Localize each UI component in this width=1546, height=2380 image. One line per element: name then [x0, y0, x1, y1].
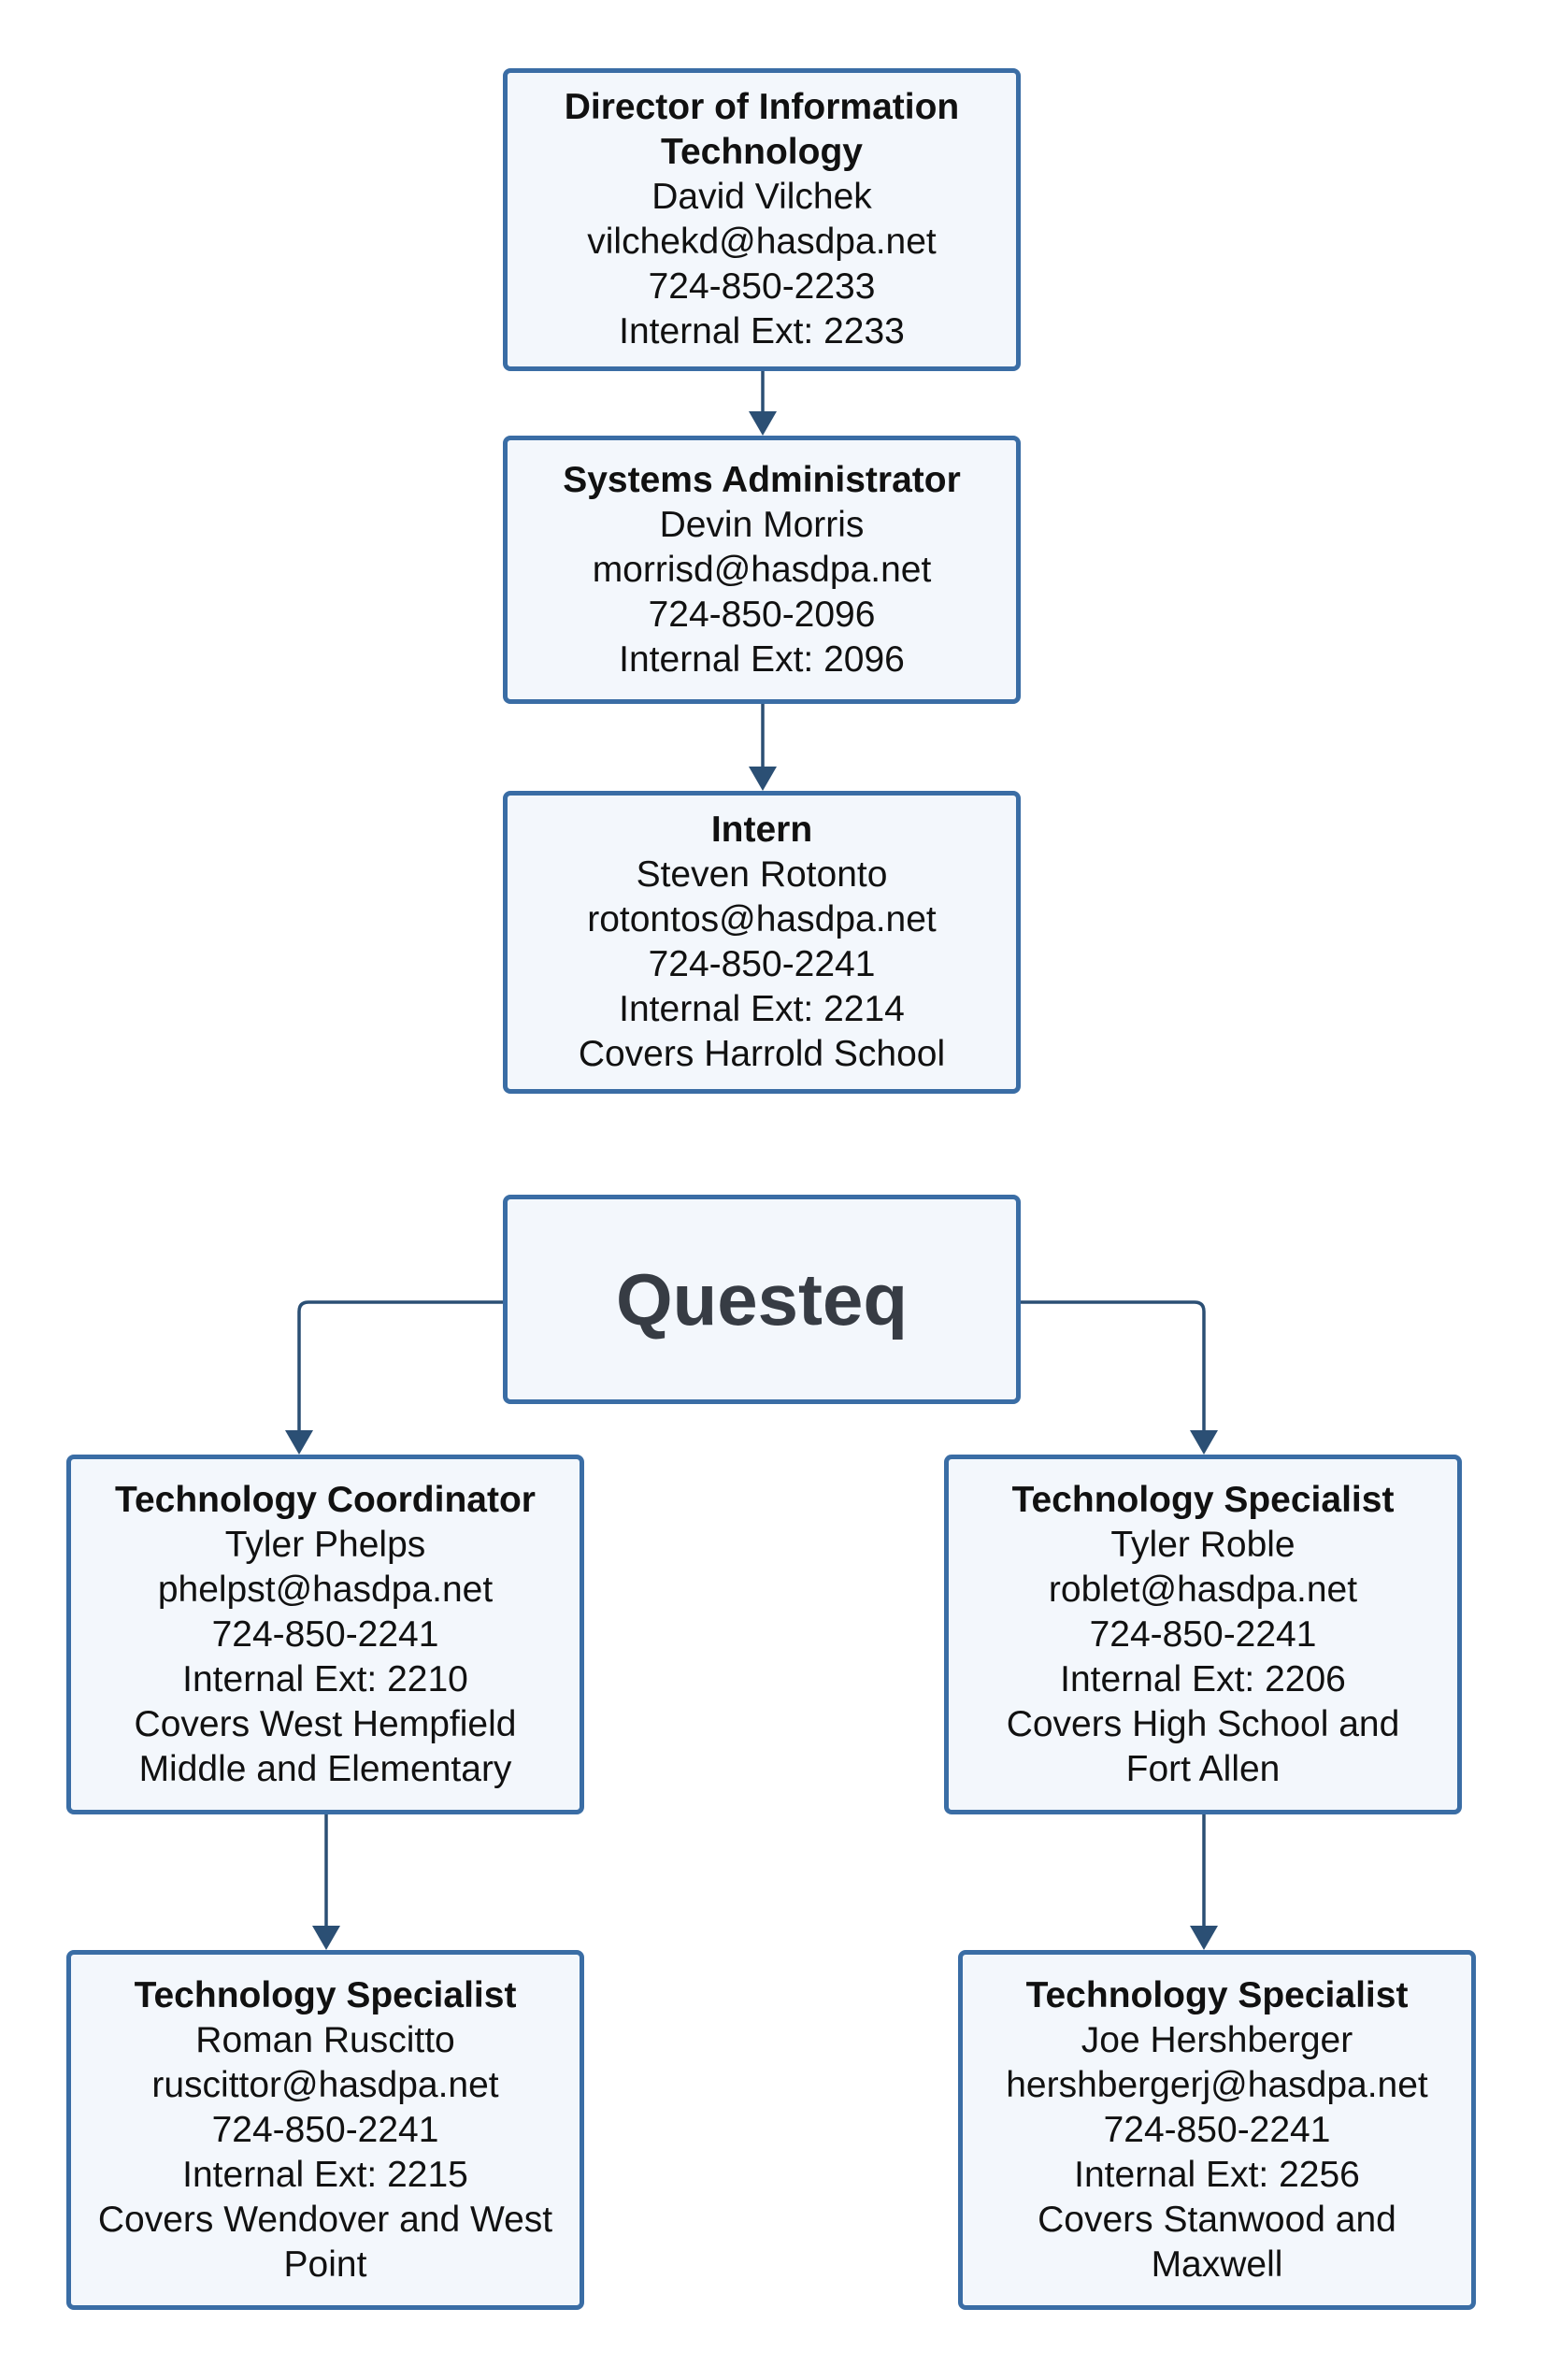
hershberger-phone: 724-850-2241 — [1103, 2109, 1331, 2150]
ruscitto-ext: Internal Ext: 2215 — [182, 2154, 468, 2195]
roble-email: roblet@hasdpa.net — [1048, 1569, 1358, 1610]
sysadmin-email: morrisd@hasdpa.net — [592, 549, 932, 590]
roble-ext: Internal Ext: 2206 — [1060, 1658, 1346, 1699]
roble-name: Tyler Roble — [1110, 1524, 1295, 1565]
arrowhead-coordinator — [285, 1430, 313, 1455]
roble-phone: 724-850-2241 — [1089, 1613, 1317, 1655]
intern-email: rotontos@hasdpa.net — [587, 899, 937, 939]
sysadmin-phone: 724-850-2096 — [648, 594, 876, 635]
questeq-label: Questeq — [615, 1258, 909, 1341]
ruscitto-title: Technology Specialist — [134, 1974, 517, 2015]
arrowhead-hershberger — [1190, 1926, 1218, 1950]
arrowhead-roble — [1190, 1430, 1218, 1455]
coordinator-phone: 724-850-2241 — [211, 1613, 439, 1655]
hershberger-covers-line1: Covers Stanwood and — [1038, 2199, 1396, 2240]
roble-covers-line2: Fort Allen — [1125, 1748, 1281, 1789]
arrowhead-ruscitto — [312, 1926, 340, 1950]
director-title-line1: Director of Information — [564, 87, 960, 127]
ruscitto-phone: 724-850-2241 — [211, 2109, 439, 2150]
director-title-line2: Technology — [661, 132, 863, 172]
hershberger-title: Technology Specialist — [1025, 1974, 1409, 2015]
coordinator-box: Technology Coordinator Tyler Phelps phel… — [66, 1455, 584, 1814]
ruscitto-covers-line2: Point — [283, 2244, 367, 2285]
coordinator-email: phelpst@hasdpa.net — [157, 1569, 494, 1610]
hershberger-ext: Internal Ext: 2256 — [1074, 2154, 1360, 2195]
director-email: vilchekd@hasdpa.net — [587, 222, 937, 262]
hershberger-email: hershbergerj@hasdpa.net — [1006, 2064, 1428, 2105]
ruscitto-covers-line1: Covers Wendover and West — [97, 2199, 553, 2240]
arrowhead-sysadmin — [749, 411, 777, 436]
hershberger-name: Joe Hershberger — [1081, 2019, 1353, 2060]
director-box: Director of Information Technology David… — [503, 68, 1021, 371]
sysadmin-box: Systems Administrator Devin Morris morri… — [503, 436, 1021, 704]
coordinator-name: Tyler Phelps — [224, 1524, 426, 1565]
intern-phone: 724-850-2241 — [648, 944, 876, 984]
connector-questeq-coordinator — [297, 1300, 503, 1430]
intern-box: Intern Steven Rotonto rotontos@hasdpa.ne… — [503, 791, 1021, 1094]
sysadmin-ext: Internal Ext: 2096 — [619, 638, 905, 680]
specialist-ruscitto-box: Technology Specialist Roman Ruscitto rus… — [66, 1950, 584, 2310]
intern-name: Steven Rotonto — [636, 854, 888, 895]
hershberger-covers-line2: Maxwell — [1151, 2244, 1283, 2285]
arrowhead-intern — [749, 767, 777, 791]
specialist-hershberger-box: Technology Specialist Joe Hershberger he… — [958, 1950, 1476, 2310]
coordinator-ext: Internal Ext: 2210 — [182, 1658, 468, 1699]
connector-questeq-roble — [1021, 1300, 1206, 1430]
sysadmin-title: Systems Administrator — [563, 459, 961, 500]
coordinator-title: Technology Coordinator — [115, 1479, 536, 1520]
questeq-box: Questeq — [503, 1195, 1021, 1404]
director-ext: Internal Ext: 2233 — [619, 311, 905, 351]
specialist-roble-box: Technology Specialist Tyler Roble roblet… — [944, 1455, 1462, 1814]
coordinator-covers-line2: Middle and Elementary — [138, 1748, 512, 1789]
ruscitto-name: Roman Ruscitto — [195, 2019, 455, 2060]
roble-covers-line1: Covers High School and — [1006, 1703, 1400, 1744]
intern-ext: Internal Ext: 2214 — [619, 989, 905, 1029]
intern-covers: Covers Harrold School — [578, 1034, 946, 1074]
director-name: David Vilchek — [651, 177, 872, 217]
coordinator-covers-line1: Covers West Hempfield — [134, 1703, 517, 1744]
intern-title: Intern — [710, 810, 813, 850]
director-phone: 724-850-2233 — [648, 266, 876, 307]
roble-title: Technology Specialist — [1011, 1479, 1395, 1520]
sysadmin-name: Devin Morris — [659, 504, 865, 545]
ruscitto-email: ruscittor@hasdpa.net — [151, 2064, 499, 2105]
